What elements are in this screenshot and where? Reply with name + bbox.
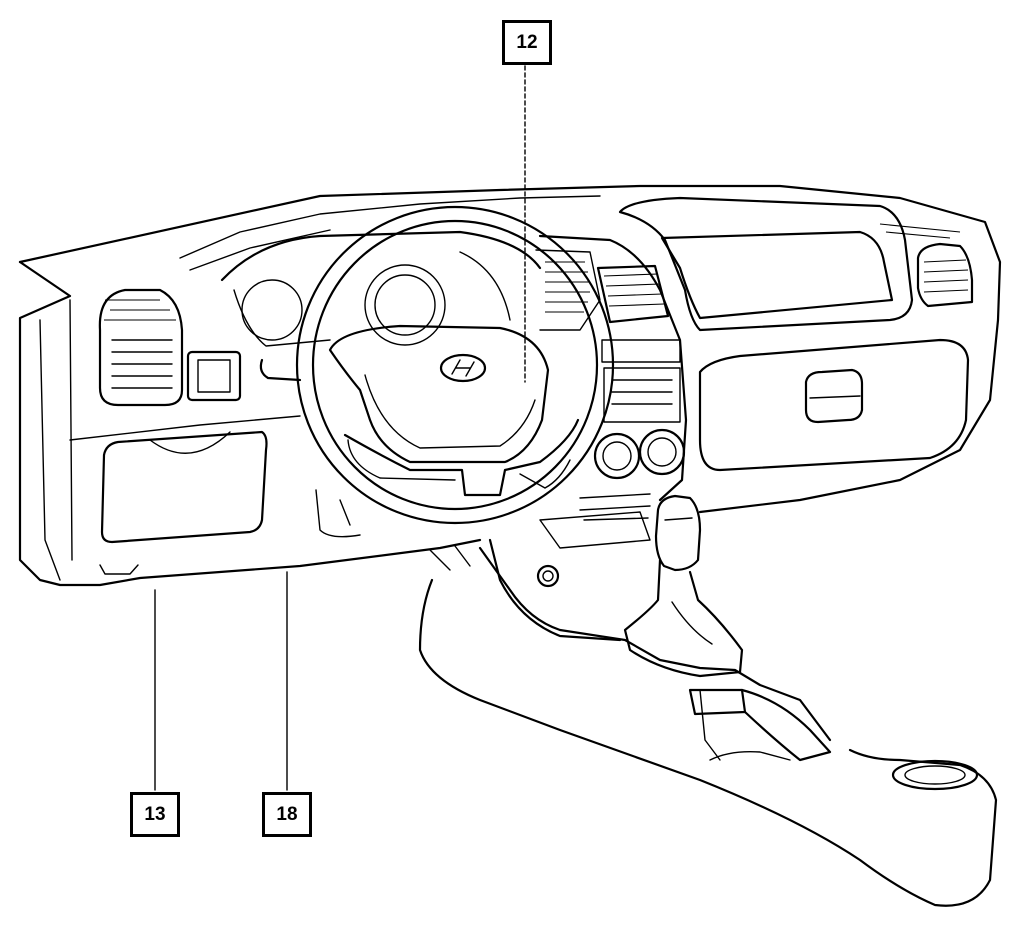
column-area — [315, 489, 651, 642]
callout-12: 12 — [502, 20, 552, 65]
instrument-cluster — [220, 230, 542, 347]
leader-lines — [154, 65, 526, 791]
steering-wheel — [295, 205, 615, 525]
left-switch-panel — [186, 350, 302, 402]
callout-13: 13 — [130, 792, 180, 837]
center-console — [418, 494, 998, 907]
left-air-vent — [98, 288, 184, 407]
dashboard-body — [18, 184, 1002, 587]
center-stack — [535, 234, 688, 521]
brand-logo-icon — [439, 353, 487, 383]
lower-left-pocket — [99, 430, 268, 575]
passenger-side — [618, 196, 974, 472]
callout-18: 18 — [262, 792, 312, 837]
